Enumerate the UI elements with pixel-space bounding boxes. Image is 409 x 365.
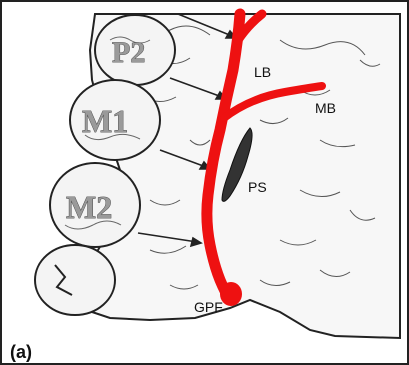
panel-label: (a) bbox=[10, 342, 32, 362]
label-lb: LB bbox=[254, 64, 271, 80]
tooth-label-p2: P2 bbox=[112, 36, 145, 69]
label-mb: MB bbox=[315, 100, 336, 116]
tooth-label-m2: M2 bbox=[66, 189, 112, 225]
label-ps: PS bbox=[248, 179, 267, 195]
tooth-label-m1: M1 bbox=[82, 103, 128, 139]
tooth-m3 bbox=[35, 245, 115, 315]
gpf-foramen bbox=[220, 282, 242, 306]
label-gpf: GPF bbox=[194, 299, 223, 315]
